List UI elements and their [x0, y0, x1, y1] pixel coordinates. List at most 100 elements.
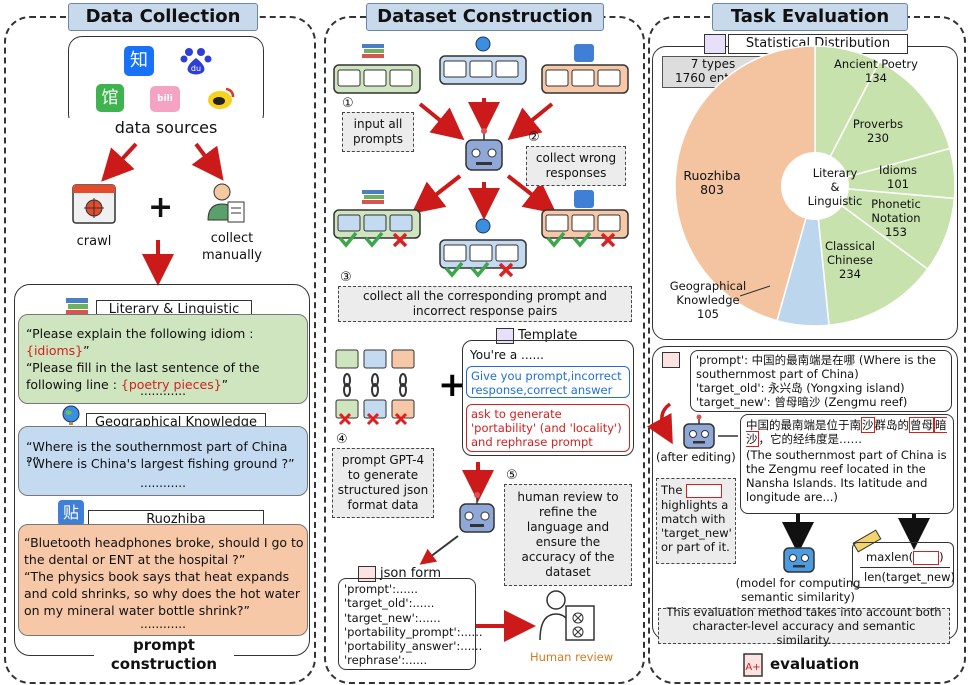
example-line2: 'target_old': 永兴岛 (Yongxing island): [696, 381, 905, 395]
literary-line2-end: ”: [221, 377, 229, 392]
crawl-label: crawl: [76, 234, 112, 249]
globe-icon: [60, 404, 82, 426]
data-sources-label: data sources: [68, 118, 264, 137]
similarity-robot-icon: [783, 547, 815, 573]
response-row-green: [333, 209, 421, 248]
ruozhiba-card: [18, 524, 308, 636]
idioms-placeholder: {idioms}: [26, 343, 84, 358]
pie-slice-classical-chinese: [814, 184, 929, 327]
robot-icon-2: [459, 492, 495, 533]
poetry-placeholder: {poetry pieces}: [120, 377, 222, 392]
chart-icon: [704, 34, 726, 54]
highlight-note-text: highlights a match with 'target_new' or …: [661, 497, 732, 554]
response-row-blue: [439, 239, 527, 278]
grade-icon: A+: [743, 653, 763, 677]
svg-text:+: +: [438, 365, 467, 405]
ruozhiba-ellipsis: ............: [140, 617, 186, 631]
step2-box: collect wrong responses: [526, 146, 626, 186]
literary-line2: “Please fill in the last sentence of the…: [26, 360, 260, 392]
response-cn-highlight1: 沙: [861, 417, 875, 433]
geo-card: [18, 426, 308, 496]
geo-ellipsis: ............: [140, 476, 186, 490]
template-red-box: ask to generate 'portability' (and 'loca…: [466, 404, 630, 452]
library-icon: 馆: [96, 84, 124, 112]
step3-num: ③: [340, 270, 352, 285]
ruozhiba-line1: “Bluetooth headphones broke, should I go…: [24, 535, 304, 567]
svg-text:du: du: [191, 64, 201, 73]
step2-num: ②: [528, 130, 540, 145]
literary-line1: “Please explain the following idiom :: [26, 326, 254, 341]
zhihu-icon: 知: [124, 46, 154, 76]
ratio-divider: [860, 567, 950, 568]
geo-leader-line: [739, 285, 771, 297]
json-icon-2: [662, 352, 680, 368]
maxlen-close: ): [939, 550, 944, 564]
ratio-box: [852, 542, 954, 588]
arrows-collection: [101, 142, 224, 286]
geo-line2: “Where is China's largest fishing ground…: [26, 456, 295, 471]
example-line1: 'prompt': 中国的最南端是在哪 (Where is the southe…: [696, 353, 936, 381]
svg-text:A+: A+: [745, 662, 760, 673]
template-blue-box: Give you prompt,incorrect response,corre…: [466, 366, 630, 398]
example-line3: 'target_new': 曾母暗沙 (Zengmu reef): [696, 395, 908, 409]
literary-card: [18, 314, 308, 404]
response-cn-part1: 中国的最南端是位于南: [746, 418, 861, 432]
prompt-chain-icons: [335, 349, 415, 426]
json-line: 'portability_answer':......: [344, 639, 483, 654]
weibo-icon: [206, 84, 236, 112]
robot-icon: [465, 128, 503, 171]
human-review-label: Human review: [530, 650, 614, 664]
response-cn-highlight2: 曾母: [909, 417, 934, 433]
template-intro: You're a ......: [470, 348, 544, 362]
highlight-sample-box: [686, 483, 723, 498]
baidu-icon: du: [180, 44, 212, 76]
human-review-icon: [539, 590, 595, 641]
literary-line1-end: ”: [83, 343, 90, 358]
step5-box: human review to refine the language and …: [504, 484, 632, 586]
maxlen-label: maxlen(: [866, 550, 914, 564]
template-label: Template: [518, 328, 578, 343]
highlight-note-the: The: [661, 483, 683, 497]
model-label: (model for computing semantic similarity…: [735, 576, 861, 604]
response-cn-part2: 群岛的: [874, 418, 910, 432]
books-icon: [64, 296, 90, 320]
template-box: [462, 340, 634, 456]
json-line: 'target_new':......: [344, 610, 441, 625]
step4-box: prompt GPT-4 to generate structured json…: [332, 448, 434, 518]
literary-ellipsis: ............: [140, 384, 186, 398]
maxlen-highlight-box: [913, 550, 940, 565]
response-box: [740, 414, 954, 514]
collect-manually-label: collect manually: [202, 231, 262, 263]
tieba-icon: 贴: [58, 500, 84, 526]
step5-num: ⑤: [506, 468, 518, 483]
step3-box: collect all the corresponding prompt and…: [338, 286, 632, 322]
json-line: 'target_old':......: [344, 596, 435, 611]
bilibili-icon: bili: [150, 86, 180, 112]
len-target-text: len(target_new): [864, 570, 956, 584]
pie-slice-proverbs: [813, 60, 951, 188]
geo-line1: “Where is the southernmost part of China…: [26, 439, 288, 469]
pie-center-label: Literary & Linguistic: [807, 166, 863, 208]
json-line: 'portability_prompt':......: [344, 624, 483, 639]
types-count: 7 types: [690, 57, 736, 71]
maxlen-text: maxlen(): [866, 550, 944, 565]
json-lines: 'prompt':......'target_old':......'targe…: [344, 582, 483, 668]
data-collection-header: Data Collection: [68, 3, 258, 31]
json-box: [338, 578, 476, 670]
response-cn: 中国的最南端是位于南沙群岛的曾母暗沙，它的经纬度是……: [746, 417, 950, 447]
prompt-row-green: [333, 64, 421, 94]
response-cn-highlight3: 暗沙: [746, 417, 947, 447]
example-prompt-box: [690, 350, 952, 412]
response-row-orange: [541, 209, 629, 248]
step1-box: input all prompts: [342, 112, 414, 152]
task-evaluation-header: Task Evaluation: [712, 3, 908, 31]
crawl-browser-icon: [72, 184, 116, 224]
edited-robot-icon: [683, 414, 715, 449]
